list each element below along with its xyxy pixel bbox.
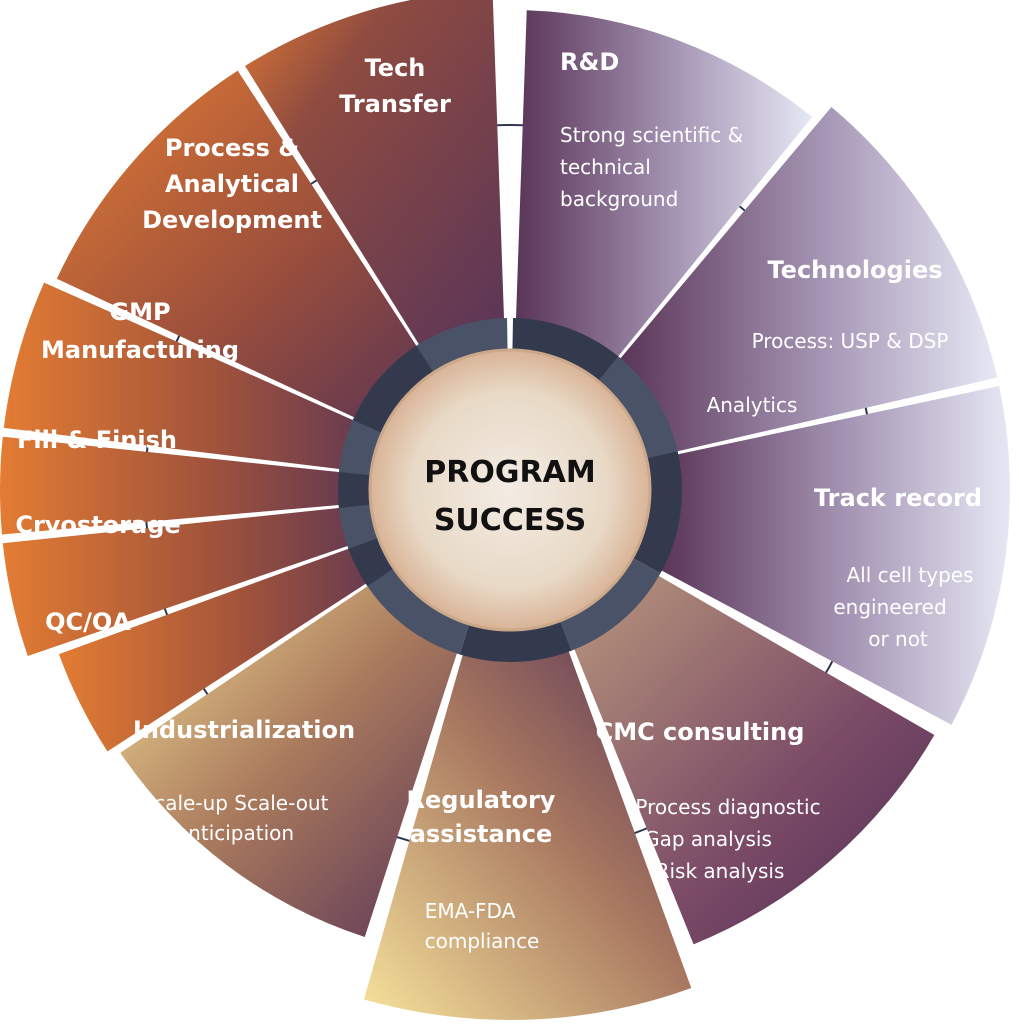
segment-industrial-body-0: Scale-up Scale-out [142,791,329,815]
ring-piece-tech-transfer [416,318,508,373]
segment-gmp-title-0: GMP [109,298,170,326]
hub-circle [368,348,652,632]
segment-gmp-title-1: Manufacturing [41,336,239,364]
segment-track-record-body-2: or not [868,627,928,651]
segment-track-record [660,386,1011,725]
segment-technologies-title-0: Technologies [767,256,942,284]
segment-labels: R&D Strong scientific & technical backgroun… [15,48,982,953]
segment-gmp [3,282,355,470]
segment-cryo [2,507,350,657]
ring-piece-track-record [632,451,683,574]
ring-piece-cmc [560,557,661,651]
segment-qcqa-title-0: QC/QA [45,608,131,636]
segment-tech-transfer-title-0: Tech [365,54,426,82]
segment-industrial-body-1: anticipation [176,821,294,845]
ring-piece-fill [338,469,372,508]
center-text-line1: PROGRAM [424,455,595,490]
ring-piece-rd [512,318,621,383]
segment-fill-title-0: Fill & Finish [17,426,177,454]
segment-rd-title-0: R&D [560,48,619,76]
segment-qcqa [58,548,368,752]
segment-fill [0,436,341,535]
ring-piece-regulatory [459,620,572,662]
segment-track-record-body-1: engineered [833,595,946,619]
segment-process-dev [56,70,418,419]
segment-track-record-title-0: Track record [814,484,982,512]
segment-cmc [573,575,935,945]
ring-piece-process-dev [352,344,436,434]
segment-technologies-body-0: Process: USP & DSP [752,329,949,353]
ring-piece-industrial [365,566,470,655]
center-text-line2: SUCCESS [434,503,586,538]
segment-cmc-body-1: Gap analysis [644,827,772,851]
segment-cryo-title-0: Cryostorage [15,511,180,539]
segment-cmc-body-0: Process diagnostic [635,795,820,819]
segment-regulatory-title-1: assistance [410,820,553,848]
segment-regulatory-body-1: compliance [425,929,540,953]
segment-regulatory-body-0: EMA-FDA [425,899,516,923]
segment-industrial-title-0: Industrialization [133,716,355,744]
segment-tech-transfer-title-1: Transfer [339,90,451,118]
segment-cmc-body-2: Risk analysis [656,859,785,883]
segment-regulatory-title-0: Regulatory [407,786,556,814]
segment-cmc-title-0: CMC consulting [596,718,805,746]
segment-industrial [120,585,458,937]
ring-piece-cryo [338,502,379,549]
ring-piece-technologies [598,356,679,461]
segment-rd-body-0: Strong scientific & [560,123,743,147]
hub-ring [338,318,683,662]
segment-technologies-body-1: Analytics [707,393,798,417]
segment-regulatory [363,649,692,1020]
segment-rd [515,10,813,358]
segment-tech-transfer [245,0,505,346]
segment-process-dev-title-1: Analytical [165,170,299,198]
segment-process-dev-title-0: Process & [165,134,299,162]
segment-process-dev-title-2: Development [142,206,322,234]
segment-rd-body-2: background [560,187,678,211]
segment-track-record-body-0: All cell types [846,563,973,587]
segment-rd-body-1: technical [560,155,651,179]
segment-technologies [619,106,998,452]
